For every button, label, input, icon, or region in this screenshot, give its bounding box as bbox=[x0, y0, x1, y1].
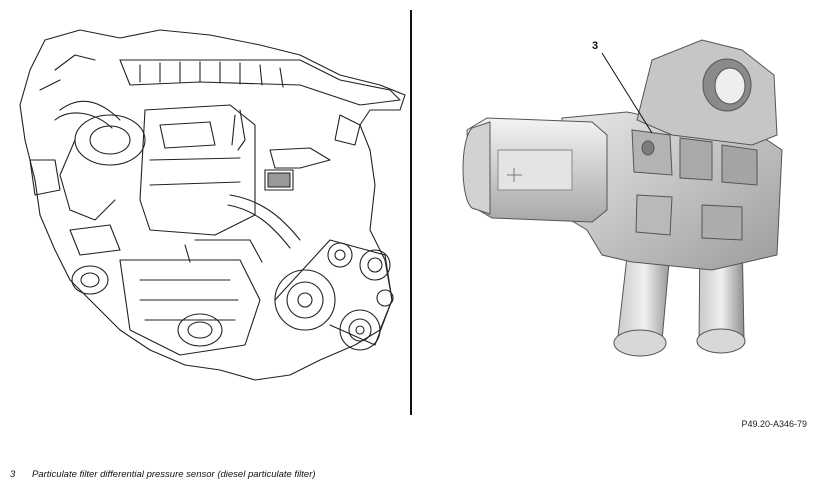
figure-divider bbox=[410, 10, 412, 415]
figure-id: P49.20-A346-79 bbox=[741, 419, 807, 429]
legend-item: 3 Particulate filter differential pressur… bbox=[10, 469, 316, 480]
callout-number: 3 bbox=[592, 40, 599, 52]
engine-illustration bbox=[19, 29, 406, 381]
legend-text: Particulate filter differential pressure… bbox=[32, 469, 316, 480]
figure-area: 3 P49.20-A346-79 bbox=[19, 10, 807, 429]
sensor-illustration bbox=[462, 39, 783, 357]
legend-number: 3 bbox=[10, 469, 16, 480]
